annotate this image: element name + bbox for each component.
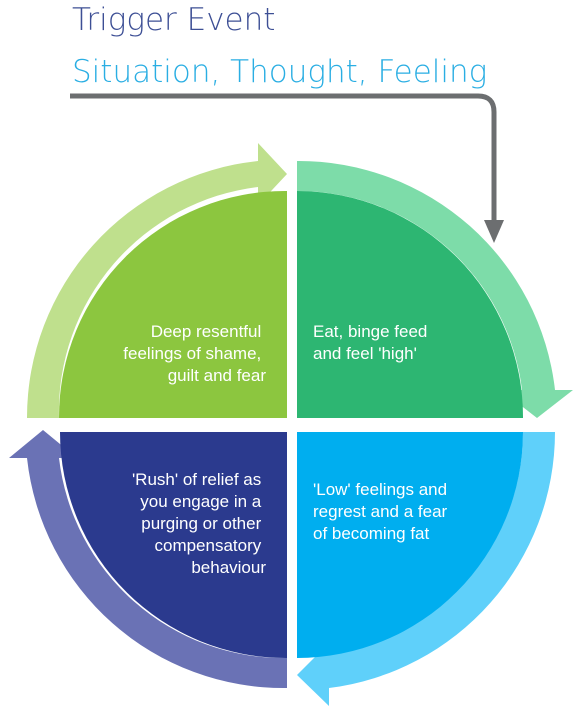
stage-text-top-right: Eat, binge feed and feel 'high' [313,322,432,363]
quadrant-top-right [297,191,524,418]
stage-text-top-left: Deep resentful feelings of shame, guilt … [123,322,266,385]
diagram-title: Trigger Event [72,2,275,38]
stage-top-right: Eat, binge feed and feel 'high' [297,160,573,419]
trigger-arrow [70,93,504,243]
diagram-subtitle: Situation, Thought, Feeling [72,54,487,90]
stage-bottom-left: 'Rush' of relief as you engage in a purg… [9,430,287,689]
quadrant-top-left [58,190,288,418]
quadrant-bottom-left [60,432,287,659]
stage-text-bottom-left: 'Rush' of relief as you engage in a purg… [132,470,266,577]
quadrant-bottom-right [297,432,523,658]
stage-bottom-right: 'Low' feelings and regrest and a fear of… [297,432,555,706]
stage-top-left: Deep resentful feelings of shame, guilt … [26,143,288,418]
cycle-arrow-top-right [297,160,573,419]
cycle-arrow-bottom-left [9,430,287,689]
stage-text-bottom-right: 'Low' feelings and regrest and a fear of… [313,480,452,543]
cycle-arrow-bottom-right [297,432,555,706]
cycle-arrow-top-left [26,143,287,418]
